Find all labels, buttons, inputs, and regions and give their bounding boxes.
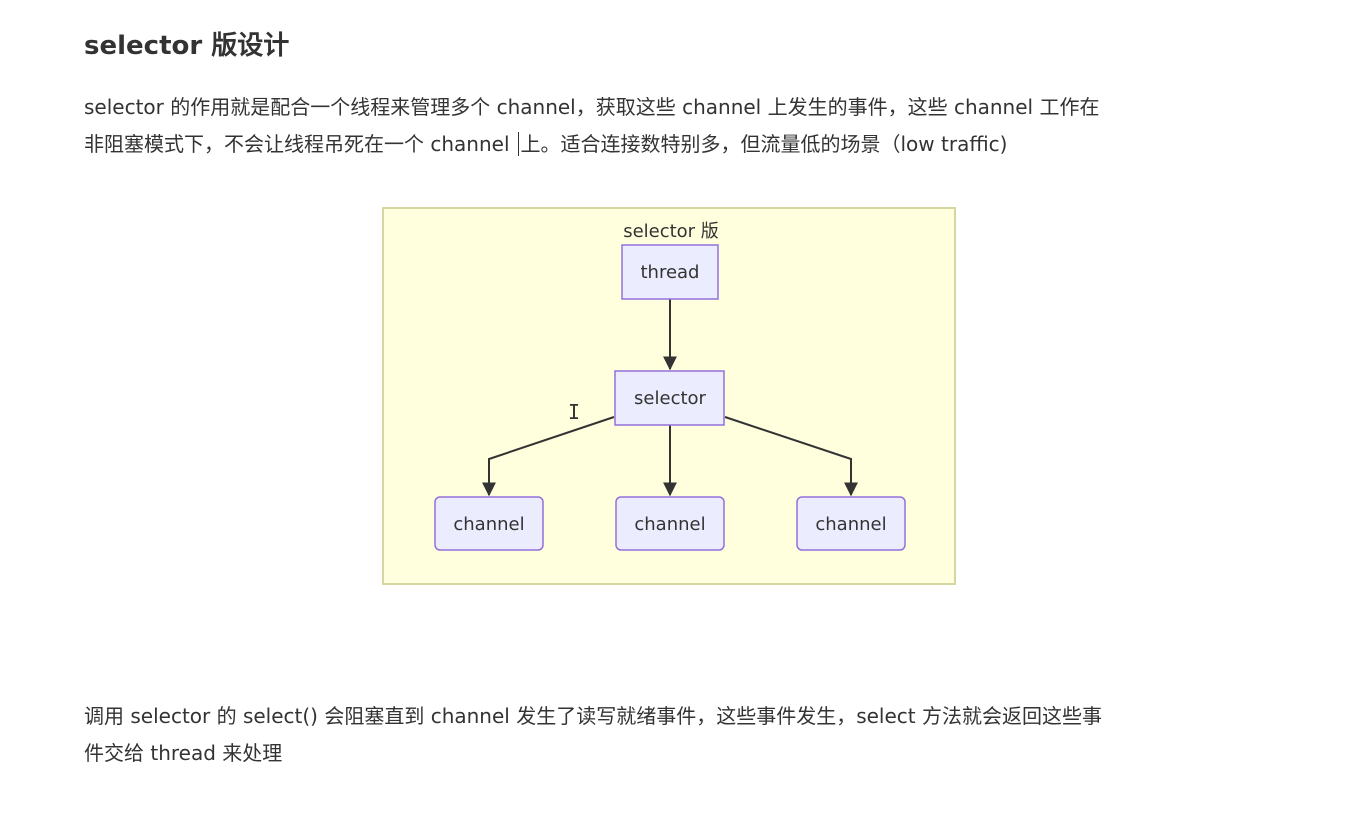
node-selector-label: selector	[634, 388, 706, 409]
page-title: selector 版设计	[84, 31, 290, 61]
node-thread-label: thread	[640, 262, 699, 283]
selector-diagram: selector 版 thread selector channel chann	[382, 207, 956, 585]
intro-line-2: 非阻塞模式下，不会让线程吊死在一个 channel 上。适合连接数特别多，但流量低…	[84, 126, 1264, 163]
node-channel-1-label: channel	[453, 514, 524, 535]
intro-paragraph: selector 的作用就是配合一个线程来管理多个 channel，获取这些 c…	[84, 89, 1264, 163]
text-caret	[517, 132, 519, 156]
diagram-canvas: selector 版 thread selector channel chann	[434, 221, 906, 551]
node-channel-1: channel	[434, 496, 544, 551]
edge-selector-channel-3	[724, 416, 858, 497]
node-thread: thread	[621, 244, 719, 300]
select-line-1: 调用 selector 的 select() 会阻塞直到 channel 发生了…	[84, 704, 1102, 728]
select-line-2: 件交给 thread 来处理	[84, 741, 283, 765]
select-paragraph: 调用 selector 的 select() 会阻塞直到 channel 发生了…	[84, 698, 1264, 772]
node-channel-2-label: channel	[634, 514, 705, 535]
intro-line-2-end: 上。适合连接数特别多，但流量低的场景（low traffic)	[520, 132, 1008, 156]
node-channel-2: channel	[615, 496, 725, 551]
node-channel-3-label: channel	[815, 514, 886, 535]
cluster-label: selector 版	[623, 221, 719, 242]
mouse-cursor-icon: I	[568, 400, 581, 424]
node-selector: selector	[614, 370, 725, 426]
edge-selector-channel-1	[482, 416, 615, 497]
node-channel-3: channel	[796, 496, 906, 551]
intro-line-2-start: 非阻塞模式下，不会让线程吊死在一个 channel	[84, 132, 510, 156]
intro-line-1: selector 的作用就是配合一个线程来管理多个 channel，获取这些 c…	[84, 95, 1100, 119]
